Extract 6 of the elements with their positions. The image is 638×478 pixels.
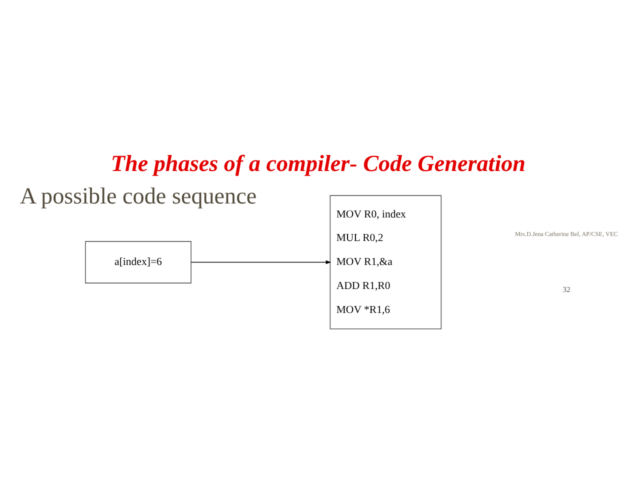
- node-box: a[index]=6: [85, 240, 192, 283]
- arrow: [190, 260, 332, 264]
- label: A possible code sequence: [20, 182, 257, 209]
- diagram-title: The phases of a compiler- Code Generation: [110, 150, 526, 176]
- node-box: MOV R0, index MUL R0,2 MOV R1,&a ADD R1,R0 MOV *R1,6: [330, 194, 442, 329]
- label: 32: [562, 284, 570, 294]
